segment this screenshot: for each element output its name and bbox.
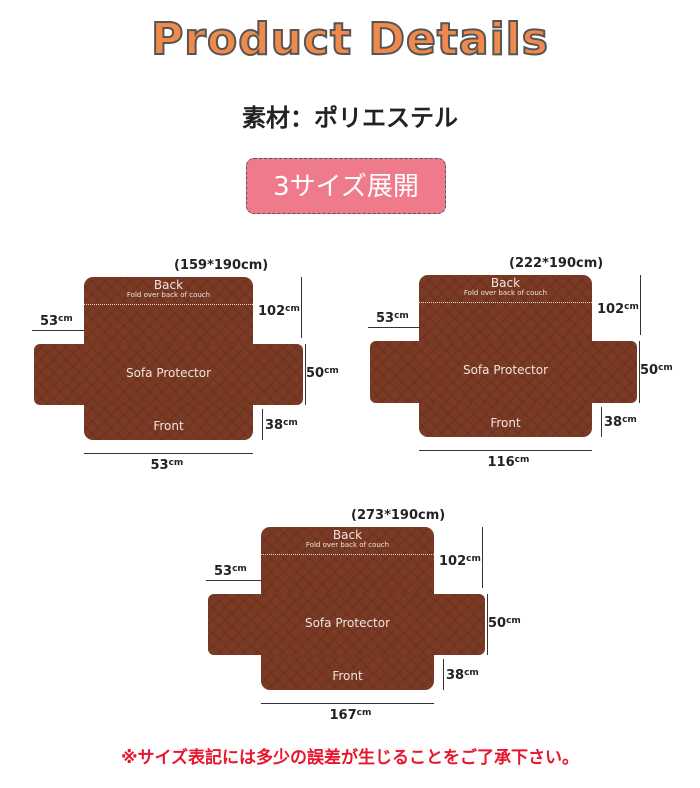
sofa-panel-arms (370, 341, 637, 403)
dimension-unit: cm (466, 554, 481, 564)
seat-width-line (261, 703, 434, 704)
size-title: (222*190cm) (509, 256, 604, 271)
dimension-unit: cm (658, 363, 673, 373)
front-label: Front (332, 669, 363, 683)
dimension-value: 50 (640, 363, 659, 378)
arm-height-line (639, 341, 640, 403)
arm-width-line (368, 327, 419, 328)
dimension-value: 53 (150, 458, 169, 473)
dimension-value: 50 (306, 366, 325, 381)
front-height-line (601, 407, 602, 437)
front-height-label: 38cm (265, 418, 298, 433)
dimension-unit: cm (324, 366, 339, 376)
arm-height-line (487, 594, 488, 655)
dimension-value: 38 (446, 668, 465, 683)
back-height-label: 102cm (439, 554, 481, 569)
dimension-unit: cm (624, 302, 639, 312)
dimension-unit: cm (232, 564, 247, 574)
material-label: 素材：ポリエステル (242, 104, 458, 132)
front-height-label: 38cm (446, 668, 479, 683)
arm-width-label: 53cm (376, 311, 409, 326)
seat-width-line (419, 450, 592, 451)
seat-width-label: 53cm (151, 458, 184, 473)
back-height-label: 102cm (258, 304, 300, 319)
back-label: Back (332, 528, 363, 542)
dimension-value: 102 (597, 302, 625, 317)
dimension-unit: cm (356, 708, 372, 718)
dimension-value: 50 (488, 616, 507, 631)
arm-width-line (32, 330, 84, 331)
dimension-value: 53 (214, 564, 233, 579)
seat-width-label: 116cm (488, 455, 530, 470)
sofa-panel-arms (34, 344, 303, 405)
arm-width-label: 53cm (214, 564, 247, 579)
back-label: Back (153, 278, 184, 292)
dimension-unit: cm (514, 455, 530, 465)
front-height-label: 38cm (604, 415, 637, 430)
dimension-unit: cm (464, 668, 479, 678)
fold-label: Fold over back of couch (305, 541, 390, 549)
dimension-value: 53 (40, 314, 59, 329)
center-label: Sofa Protector (125, 366, 212, 380)
dimension-unit: cm (285, 304, 300, 314)
front-height-line (443, 659, 444, 690)
center-label: Sofa Protector (462, 363, 549, 377)
dimension-unit: cm (283, 418, 298, 428)
fold-line (261, 554, 434, 555)
fold-label: Fold over back of couch (463, 289, 548, 297)
arm-height-line (305, 344, 306, 405)
arm-width-line (206, 580, 261, 581)
dimension-unit: cm (168, 458, 184, 468)
dimension-value: 38 (265, 418, 284, 433)
center-label: Sofa Protector (304, 616, 391, 630)
dimension-value: 53 (376, 311, 395, 326)
back-height-label: 102cm (597, 302, 639, 317)
page-title: Product Details (150, 13, 549, 66)
arm-height-label: 50cm (306, 366, 339, 381)
fold-label: Fold over back of couch (126, 291, 211, 299)
back-label: Back (490, 276, 521, 290)
dimension-value: 102 (258, 304, 286, 319)
front-height-line (262, 409, 263, 440)
dimension-unit: cm (58, 314, 73, 324)
arm-height-label: 50cm (640, 363, 673, 378)
dimension-unit: cm (506, 616, 521, 626)
size-disclaimer: ※サイズ表記には多少の誤差が生じることをご了承下さい。 (120, 748, 580, 768)
arm-height-label: 50cm (488, 616, 521, 631)
seat-width-line (84, 453, 253, 454)
front-label: Front (490, 416, 521, 430)
dimension-value: 167 (329, 708, 357, 723)
size-title: (273*190cm) (351, 508, 446, 523)
seat-width-label: 167cm (330, 708, 372, 723)
size-title: (159*190cm) (174, 258, 269, 273)
back-height-line (482, 527, 483, 588)
arm-width-label: 53cm (40, 314, 73, 329)
fold-line (84, 304, 253, 305)
dimension-unit: cm (622, 415, 637, 425)
dimension-value: 116 (487, 455, 515, 470)
front-label: Front (153, 419, 184, 433)
dimension-unit: cm (394, 311, 409, 321)
dimension-value: 38 (604, 415, 623, 430)
sizes-badge: 3サイズ展開 (246, 158, 446, 214)
fold-line (419, 302, 592, 303)
back-height-line (301, 277, 302, 338)
sofa-panel-arms (208, 594, 485, 655)
back-height-line (640, 275, 641, 335)
dimension-value: 102 (439, 554, 467, 569)
